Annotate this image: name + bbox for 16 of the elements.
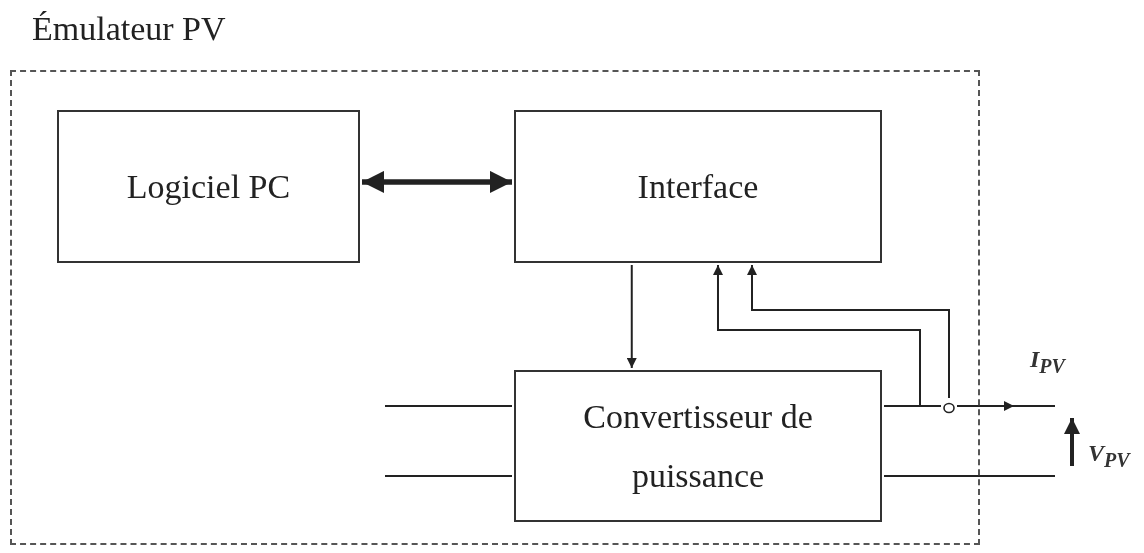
arrow	[713, 264, 921, 407]
current-sensor-circle	[943, 400, 955, 412]
software-box: Logiciel PC	[57, 110, 360, 263]
arrow	[626, 264, 637, 369]
interface-box: Interface	[514, 110, 882, 263]
arrow	[362, 170, 512, 193]
wire-line	[883, 405, 942, 407]
frame-title: Émulateur PV	[32, 10, 226, 48]
wire-line	[883, 475, 1056, 477]
signal-label: I$_{PV}$	[1030, 346, 1065, 378]
wire-line	[384, 405, 513, 407]
wire-line	[384, 475, 513, 477]
converter-box: Convertisseur de puissance	[514, 370, 882, 522]
signal-label: V$_{PV}$	[1088, 440, 1130, 472]
arrow	[956, 401, 1015, 411]
arrow	[747, 264, 950, 399]
